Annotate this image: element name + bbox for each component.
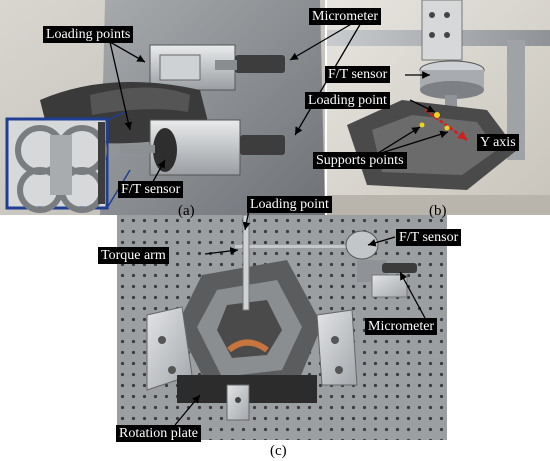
- caption-c: (c): [270, 443, 287, 459]
- label-micrometer-a: Micrometer: [309, 8, 382, 25]
- label-loading-point-b: Loading point: [305, 92, 390, 109]
- micrometer-upper: [235, 55, 285, 73]
- right-column: [507, 40, 525, 160]
- label-loading-points-a: Loading points: [43, 26, 134, 43]
- torque-arm-rod: [235, 245, 355, 248]
- label-y-axis-b: Y axis: [477, 134, 519, 151]
- ft-sensor-c: [345, 230, 379, 260]
- label-loading-point-c: Loading point: [247, 196, 332, 213]
- label-ft-sensor-a: F/T sensor: [118, 181, 184, 198]
- label-micrometer-c: Micrometer: [365, 318, 438, 335]
- vertical-arm: [242, 215, 250, 311]
- label-ft-sensor-b: F/T sensor: [325, 66, 391, 83]
- caption-b: (b): [429, 203, 447, 219]
- label-rotation-plate-c: Rotation plate: [116, 425, 201, 442]
- mount-block: [421, 0, 463, 61]
- label-supports-points-b: Supports points: [313, 152, 407, 169]
- label-torque-arm-c: Torque arm: [98, 247, 169, 264]
- label-ft-sensor-c: F/T sensor: [396, 229, 462, 246]
- copper-spring: [227, 339, 269, 353]
- right-block: [316, 309, 358, 386]
- caption-a: (a): [178, 203, 195, 219]
- micrometer-c: [382, 263, 417, 273]
- micrometer-lower: [240, 135, 285, 155]
